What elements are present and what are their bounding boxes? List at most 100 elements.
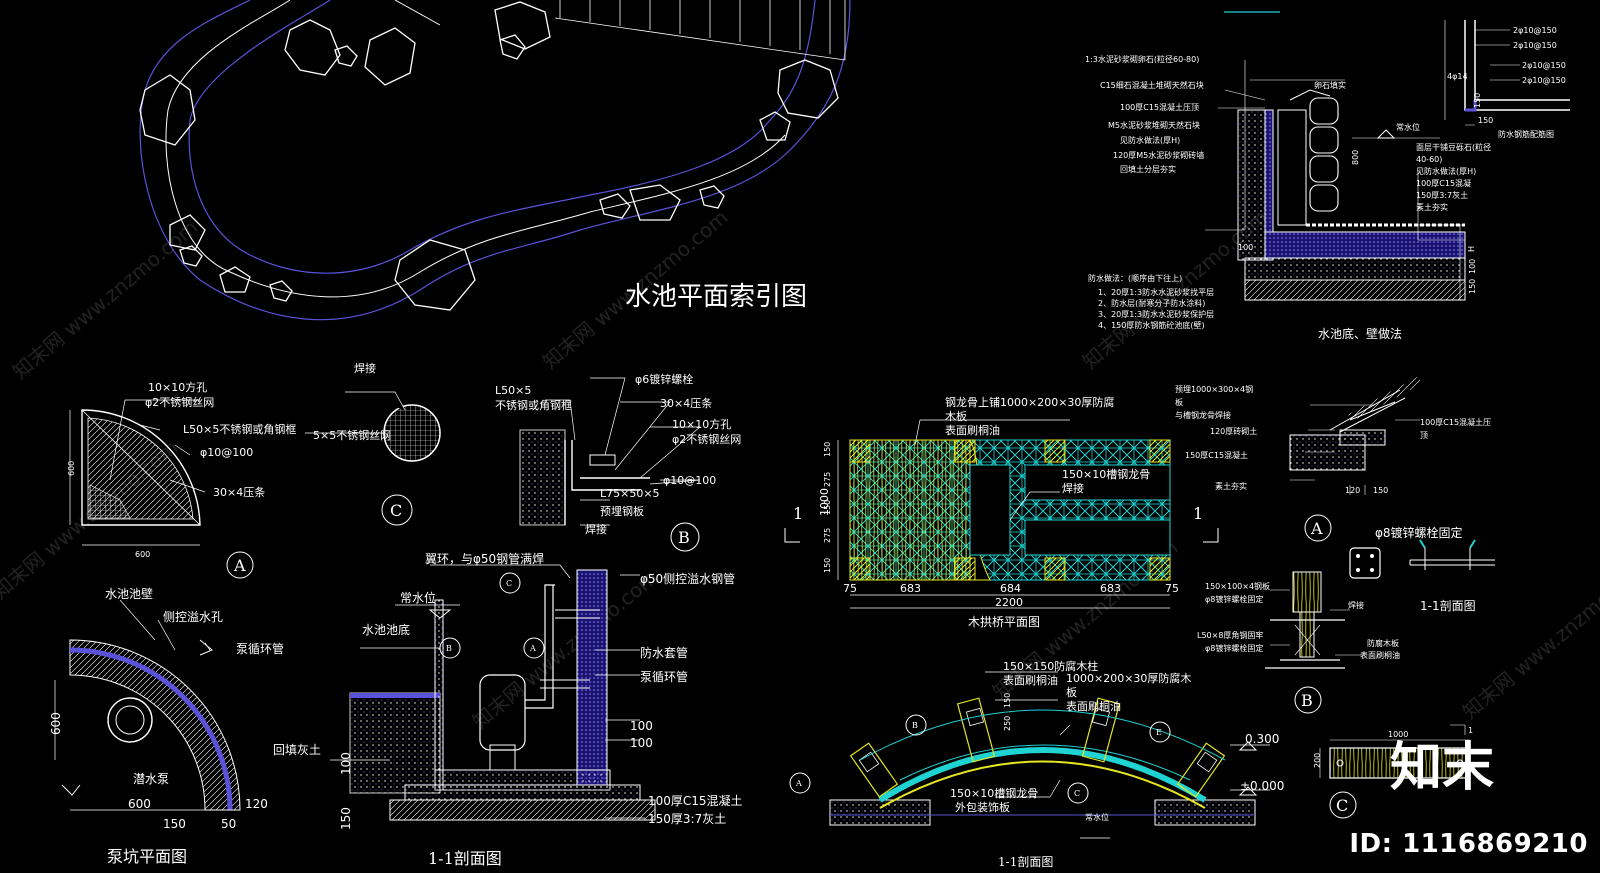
rebar-dim-150b: 150 — [1478, 116, 1493, 125]
pool-right-label-2: 见防水做法(厚H) — [1416, 166, 1476, 176]
pit-section-tag-b: B — [446, 644, 452, 653]
post-weld-label: 焊接 — [1348, 600, 1364, 610]
brand-logo: 知末 — [1390, 738, 1494, 798]
detail-b-angle-label: L75×50×5 — [600, 487, 660, 500]
bridge-dim-h-3: 683 — [1100, 582, 1121, 595]
pit-dim-600h: 600 — [128, 797, 151, 811]
bridge-footing-plate3-label: 与槽钢龙骨焊接 — [1175, 410, 1231, 420]
pool-dim-800: 800 — [1351, 150, 1360, 165]
pool-right-label-4: 150厚3:7灰土 — [1416, 190, 1468, 200]
pit-section-title: 1-1剖面图 — [428, 849, 502, 868]
pool-left-label-1: C15细石混凝土堆砌天然石块 — [1100, 80, 1204, 90]
detail-b-rebar-label: φ10@100 — [663, 474, 716, 487]
pool-left-labels: 1:3水泥砂浆砌卵石(粒径60-80)C15细石混凝土堆砌天然石块100厚C15… — [1085, 54, 1204, 174]
bridge-section-post-label: 150×150防腐木柱 — [1003, 659, 1098, 673]
pit-section-dim-150: 150 — [339, 807, 353, 830]
pit-section-dim-100a: 100 — [630, 719, 653, 733]
detail-c-tag: C — [390, 501, 402, 520]
pool-note-3: 4、150厚防水钢筋砼池底(壁) — [1098, 320, 1205, 330]
detail-a-rebar-label: φ10@100 — [200, 446, 253, 459]
detail-a-tag: A — [233, 556, 246, 575]
detail-a-mesh-label: 10×10方孔 — [148, 380, 207, 394]
pool-notes: 1、20厚1:3防水水泥砂浆找平层2、防水层(耐寒分子防水涂料)3、20厚1:3… — [1098, 287, 1214, 330]
bridge-section-tag-b: B — [912, 721, 918, 730]
pump-pit-plan: 水池池壁 侧控溢水孔 泵循环管 潜水泵 600 600 150 50 120 泵… — [49, 586, 284, 866]
pool-right-label-5: 素土夯实 — [1416, 202, 1448, 212]
bridge-section-dim-250: 250 — [1003, 716, 1012, 731]
pit-hole-label: 侧控溢水孔 — [163, 610, 223, 624]
pool-right-label-0: 面层干铺豆砾石(粒径 — [1416, 142, 1491, 152]
bridge-board3-label: 表面刷桐油 — [945, 423, 1000, 437]
pool-level-label: 常水位 — [1396, 122, 1420, 132]
pit-section-c15-label: 100厚C15混凝土 — [648, 793, 743, 808]
pool-plan: 水池平面索引图 — [139, 0, 851, 321]
detail-b-plate-label: 预埋钢板 — [600, 504, 644, 518]
pool-concrete-label: 卵石填实 — [1314, 80, 1346, 90]
bridge-dim-v-0: 150 — [823, 442, 832, 457]
pit-section: C B A 翼环，与φ50钢管满焊 φ50侧控溢水钢管 常水位 水池池底 防水套… — [273, 551, 743, 868]
bridge-dim-h-2: 684 — [1000, 582, 1021, 595]
bridge-footing-plate2-label: 板 — [1175, 397, 1183, 407]
bridge-dim-v-3: 275 — [823, 528, 832, 543]
rebar-label-4phi14: 4φ14 — [1447, 72, 1468, 81]
pool-outer-edge — [139, 0, 851, 321]
pit-section-dim-100b: 100 — [630, 736, 653, 750]
rebar-label-1: 2φ10@150 — [1513, 26, 1557, 35]
pool-right-labels: 面层干铺豆砾石(粒径40-60)见防水做法(厚H)100厚C15混凝150厚3:… — [1416, 142, 1491, 212]
pool-title: 水池底、壁做法 — [1318, 326, 1402, 341]
bridge-cut-left: 1 — [793, 504, 803, 523]
pit-section-sleeve-label: 防水套管 — [640, 645, 688, 660]
bridge-section-board2-label: 板 — [1066, 685, 1077, 699]
post-board2-label: 表面刷桐油 — [1360, 650, 1400, 660]
pit-section-lime-label: 150厚3:7灰土 — [648, 812, 726, 826]
bridge-footing-c15-label: 150厚C15混凝土 — [1185, 450, 1248, 460]
bridge-section: 150×150防腐木柱 表面刷桐油 1000×200×30厚防腐木 板 表面刷桐… — [789, 659, 1284, 869]
pit-pipe-label: 泵循环管 — [236, 641, 284, 656]
detail-b-mesh-label: 10×10方孔 — [672, 417, 731, 431]
plank-cut: 1 — [1468, 726, 1473, 735]
brand-logo-text: 知末 — [1390, 738, 1494, 798]
bridge-board2-label: 木板 — [945, 409, 967, 423]
bridge-section-keel2-label: 外包装饰板 — [955, 800, 1010, 814]
bridge-dim-v-1: 275 — [823, 472, 832, 487]
pit-dim-120: 120 — [245, 797, 268, 811]
detail-a-strip-label: 30×4压条 — [213, 485, 265, 499]
bridge-section-elev-zero: ±0.000 — [1240, 779, 1284, 793]
pool-inner-edge — [188, 0, 816, 274]
detail-b-wire-label: φ2不锈钢丝网 — [672, 433, 741, 446]
pool-note-title: 防水做法：(顺序由下往上) — [1088, 273, 1182, 283]
detail-b-strip-label: 30×4压条 — [660, 396, 712, 410]
pit-section-pipe50-label: φ50侧控溢水钢管 — [640, 571, 735, 586]
bridge-section-title: 1-1剖面图 — [998, 855, 1053, 869]
pit-section-level-label: 常水位 — [400, 590, 436, 605]
bridge-footing-soil-label: 素土夯实 — [1215, 481, 1247, 491]
plank-dim-1000: 1000 — [1388, 730, 1408, 739]
plank-detail: 1000 200 1 C — [1313, 724, 1473, 819]
rebar-label-3: 2φ10@150 — [1522, 61, 1566, 70]
watermark-1: 知末网 www.znzmo.com — [8, 215, 203, 384]
detail-a-wire-label: φ2不锈钢丝网 — [145, 396, 214, 409]
watermark-7: 知末网 www.znzmo.com — [1458, 555, 1600, 724]
detail-a-frame-label: L50×5不锈钢或角钢框 — [183, 423, 296, 436]
pit-dim-50: 50 — [221, 817, 236, 831]
rebar-label-4: 2φ10@150 — [1522, 76, 1566, 85]
post-bolt-caption: 1-1剖面图 — [1420, 599, 1476, 613]
pool-left-label-4: 见防水做法(厚H) — [1120, 135, 1180, 145]
rebar-label-2: 2φ10@150 — [1513, 41, 1557, 50]
detail-a-grate: 10×10方孔 φ2不锈钢丝网 L50×5不锈钢或角钢框 φ10@100 30×… — [67, 380, 296, 579]
pool-left-label-3: M5水泥砂浆堆砌天然石块 — [1108, 120, 1200, 130]
detail-c-mesh: 焊接 5×5不锈钢丝网 C — [305, 361, 441, 526]
bridge-section-tag-a: A — [795, 779, 802, 788]
detail-c-weld-label: 焊接 — [354, 361, 376, 375]
pit-section-tag-c: C — [506, 579, 512, 588]
plank-tag: C — [1336, 796, 1348, 815]
pool-left-label-6: 回填土分层夯实 — [1120, 164, 1176, 174]
bridge-title: 木拱桥平面图 — [968, 615, 1040, 629]
post-steel-label: 150×100×4钢板 — [1205, 581, 1270, 591]
pool-note-2: 3、20厚1:3防水水泥砂浆保护层 — [1098, 309, 1214, 319]
post-board-label: 防腐木板 — [1367, 638, 1399, 648]
bridge-section-level-label: 常水位 — [1085, 812, 1109, 822]
bridge-dim-v-2: 150 — [823, 500, 832, 515]
pool-wall-detail: 1:3水泥砂浆砌卵石(粒径60-80)C15细石混凝土堆砌天然石块100厚C15… — [1085, 54, 1491, 341]
